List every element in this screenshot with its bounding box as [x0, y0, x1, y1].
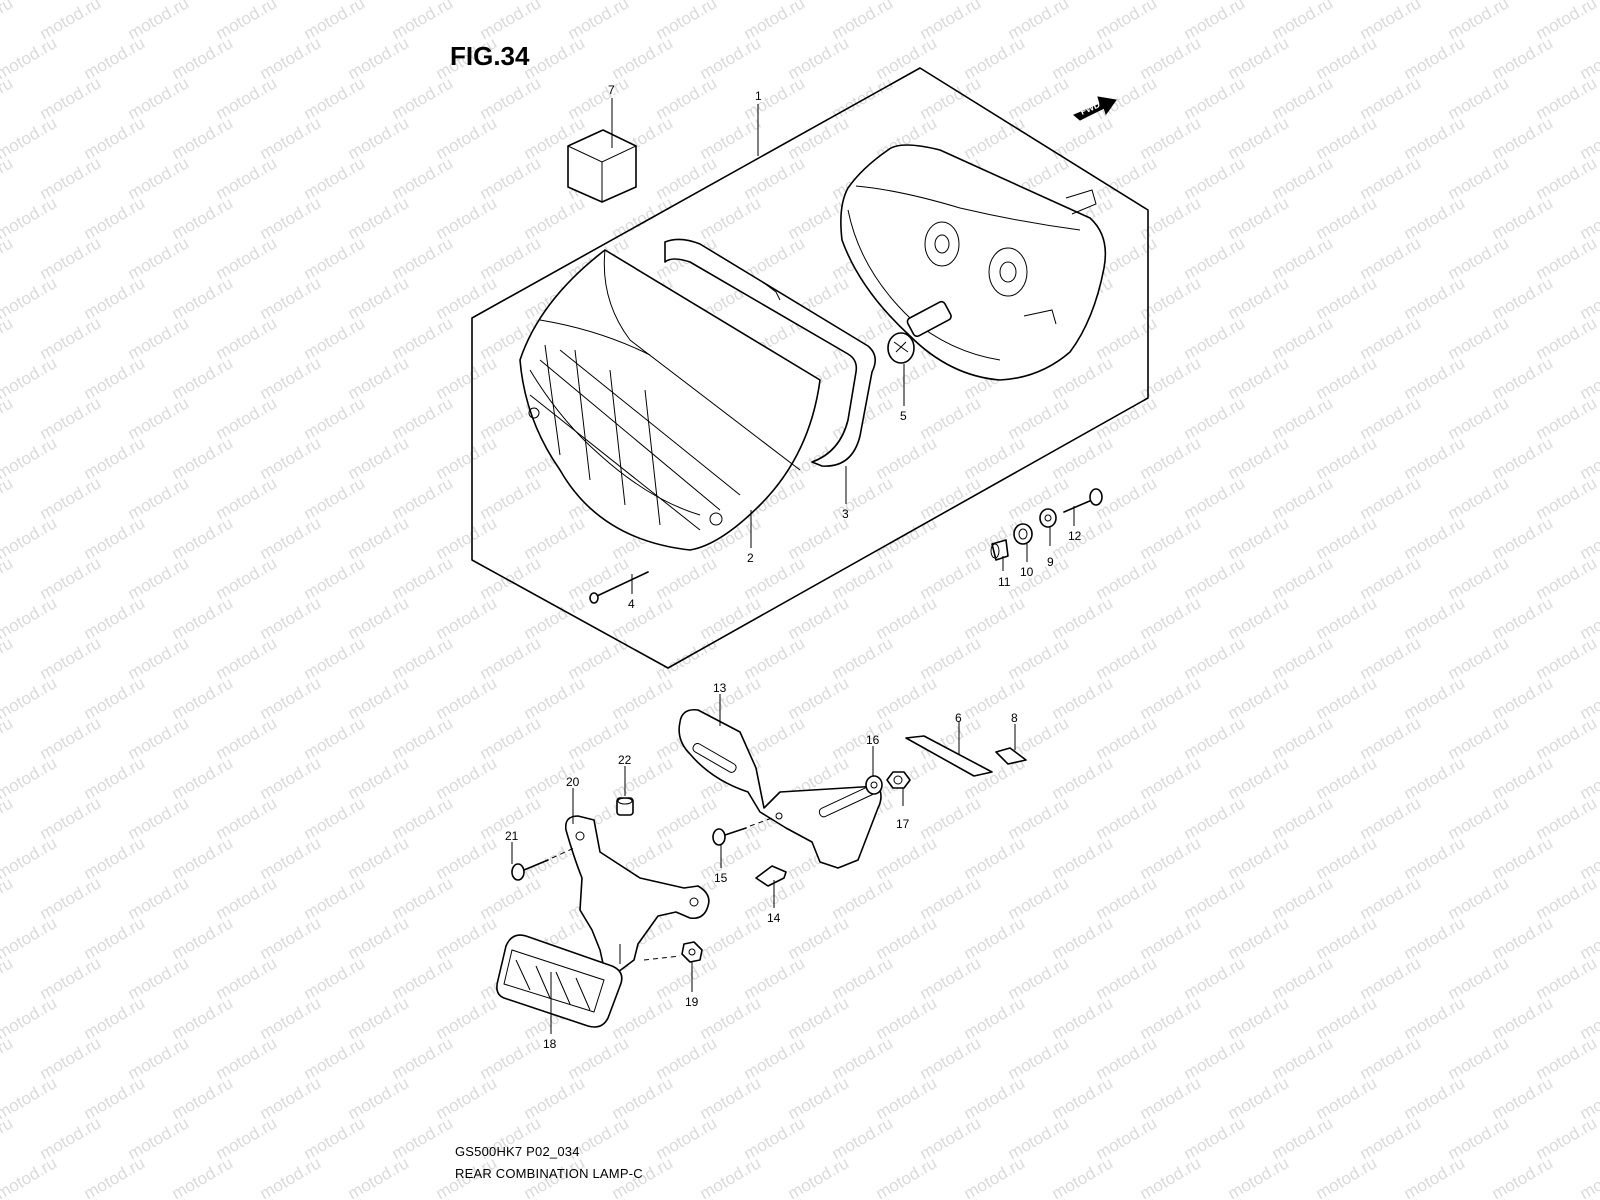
part-2-lens	[519, 249, 821, 551]
part-14-clip	[755, 865, 787, 887]
callout-20: 20	[566, 775, 580, 789]
part-22-collar	[616, 797, 634, 816]
part-12-bolt	[1063, 488, 1103, 513]
callout-9: 9	[1047, 555, 1054, 569]
part-11-grommet	[990, 539, 1009, 561]
callout-21: 21	[505, 829, 519, 843]
callout-19: 19	[685, 995, 699, 1009]
part-4-screw	[589, 571, 649, 604]
part-9-washer	[1039, 508, 1057, 528]
callout-16: 16	[866, 733, 880, 747]
part-8-pad	[995, 747, 1027, 765]
callout-22: 22	[618, 753, 632, 767]
callout-15: 15	[714, 871, 728, 885]
callout-12: 12	[1068, 529, 1082, 543]
part-20-bracket	[564, 815, 710, 973]
part-6-pad	[905, 735, 993, 777]
callout-3: 3	[842, 507, 849, 521]
callout-6: 6	[955, 711, 962, 725]
part-13-bracket	[678, 708, 882, 869]
callout-2: 2	[747, 551, 754, 565]
callout-1: 1	[755, 89, 762, 103]
callout-11: 11	[998, 575, 1011, 589]
part-5-bulb	[887, 300, 952, 364]
callout-18: 18	[543, 1037, 557, 1051]
callout-4: 4	[628, 597, 635, 611]
lamp-housing	[840, 144, 1107, 381]
part-7-cube	[567, 129, 637, 203]
diagram-caption: REAR COMBINATION LAMP-C	[455, 1166, 643, 1181]
part-18-reflector	[496, 934, 623, 1028]
callout-14: 14	[767, 911, 781, 925]
leader-lines	[511, 98, 1075, 1034]
part-19-nut	[643, 941, 703, 963]
callout-10: 10	[1020, 565, 1034, 579]
part-10-collar	[1013, 523, 1033, 545]
callout-labels: 7 1 2 3 4 5 11 10 9 12 13 6 8 16 17 15 1…	[505, 83, 1082, 1051]
assembly-outline	[471, 67, 1149, 669]
part-15-screw	[712, 817, 773, 846]
fwd-arrow-icon: FWD	[1073, 96, 1117, 121]
diagram-code: GS500HK7 P02_034	[455, 1144, 580, 1159]
part-16-washer	[865, 775, 883, 795]
figure-title: FIG.34	[450, 41, 530, 71]
callout-13: 13	[713, 681, 727, 695]
part-3-gasket	[664, 238, 876, 467]
callout-5: 5	[900, 409, 907, 423]
callout-8: 8	[1011, 711, 1018, 725]
callout-7: 7	[608, 83, 615, 97]
callout-17: 17	[896, 817, 910, 831]
part-21-bolt	[511, 847, 575, 881]
part-17-nut	[886, 771, 911, 789]
